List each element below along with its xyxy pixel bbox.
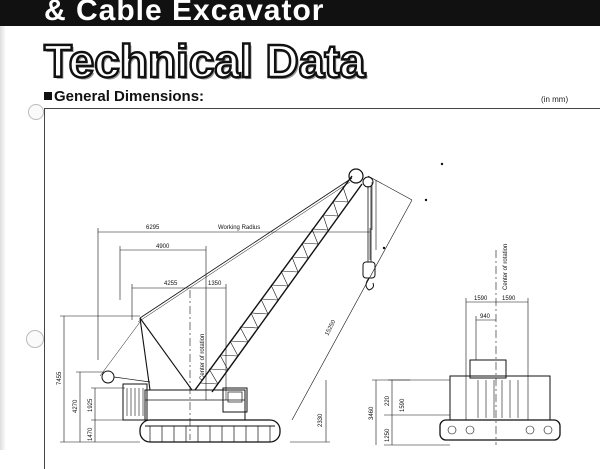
dim-4270: 4270 (73, 399, 79, 413)
hook (365, 277, 374, 291)
working-radius-label: Working Radius (218, 225, 260, 231)
boom-lattice (199, 186, 349, 385)
dim-1350: 1350 (208, 281, 222, 287)
binder-hole-top (28, 104, 44, 120)
dim-1590-vertical: 1590 (400, 398, 406, 412)
crane-side-view (99, 168, 377, 443)
dim-2330: 2330 (318, 413, 324, 427)
header-title: & Cable Excavator (44, 0, 325, 27)
dim-1590-right: 1590 (502, 296, 516, 302)
dim-7455: 7455 (57, 371, 63, 385)
section-heading: General Dimensions: (44, 88, 204, 105)
dim-4255: 4255 (164, 281, 178, 287)
pendant-line (139, 177, 353, 319)
dimension-drawing: 6295 Working Radius 4900 4255 1350 Cente… (57, 162, 561, 446)
unit-note: (in mm) (541, 95, 569, 104)
gantry (139, 317, 193, 391)
cab (222, 387, 248, 413)
page-title: Technical Data (43, 34, 367, 89)
rear-view-dimensions (372, 250, 529, 446)
crane-rear-view (439, 359, 561, 441)
dim-1925: 1925 (88, 398, 94, 412)
dim-6295: 6295 (146, 225, 160, 231)
side-view-dimensions (60, 175, 413, 443)
center-of-rotation-rear: Center of rotation (503, 244, 509, 290)
upper-body (144, 389, 246, 421)
center-of-rotation-side: Center of rotation (200, 334, 206, 380)
rear-cab (469, 359, 507, 379)
dim-3460: 3460 (369, 406, 375, 420)
boom-head-sheave (348, 168, 364, 184)
dim-220: 220 (385, 395, 391, 406)
bullet-square-icon (44, 92, 52, 100)
boom-tip-sheave (362, 176, 374, 188)
scan-edge (0, 0, 6, 450)
boom-chord-lower (194, 175, 353, 391)
rear-body (449, 375, 551, 421)
binder-hole-bottom (26, 330, 44, 348)
dim-1470: 1470 (88, 427, 94, 441)
dim-940: 940 (480, 314, 491, 320)
drawing-frame (44, 108, 600, 469)
header-bar: & Cable Excavator (0, 0, 600, 27)
cab-window (227, 391, 243, 403)
rear-tracks (439, 419, 561, 441)
aux-hook-block (101, 370, 115, 384)
dim-15250: 15250 (324, 319, 337, 337)
dim-1590-left: 1590 (474, 296, 488, 302)
boom-chord-upper (211, 183, 363, 393)
dim-1250: 1250 (385, 428, 391, 442)
dim-4900: 4900 (156, 244, 170, 250)
hook-block (362, 261, 376, 279)
section-heading-text: General Dimensions: (54, 88, 205, 105)
